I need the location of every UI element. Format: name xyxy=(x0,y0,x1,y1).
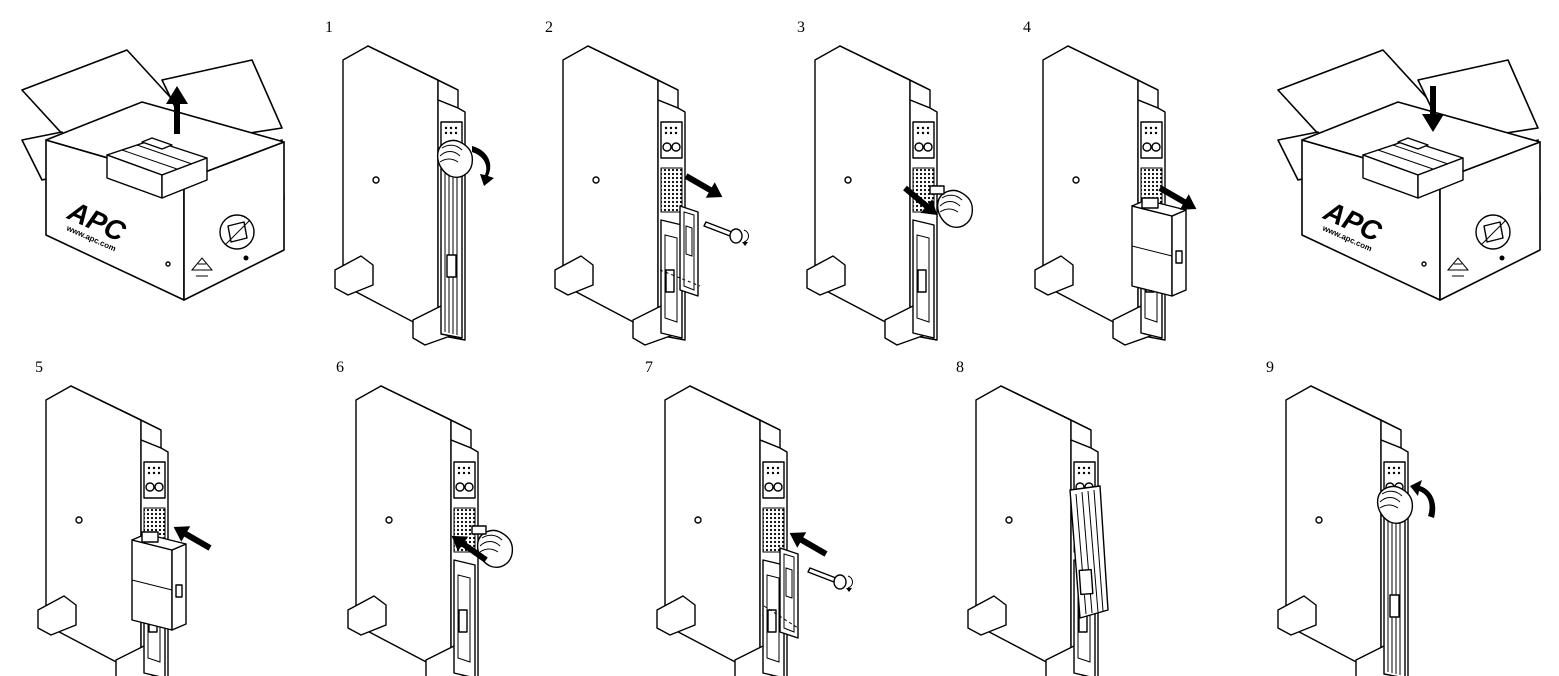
shipping-box-right: APC www.apc.com xyxy=(1277,49,1541,301)
step-6: 6 xyxy=(336,359,514,676)
step-8: 8 xyxy=(956,359,1109,676)
arrow-curve-up-icon xyxy=(1410,480,1436,518)
step-8-number: 8 xyxy=(956,359,964,376)
arrow-curve-down-icon xyxy=(472,146,494,186)
front-bezel xyxy=(1069,485,1109,619)
arrow-right-down-icon xyxy=(681,168,727,205)
step-3: 3 xyxy=(797,19,974,346)
step-1: 1 xyxy=(325,19,494,346)
hand-icon xyxy=(476,529,514,568)
step-3-number: 3 xyxy=(797,19,805,36)
screwdriver-icon xyxy=(807,567,854,593)
step-6-number: 6 xyxy=(336,359,344,376)
screwdriver-icon xyxy=(703,221,750,247)
step-9: 9 xyxy=(1266,359,1436,676)
hand-icon xyxy=(936,189,974,228)
step-7: 7 xyxy=(645,359,854,676)
arrow-down-icon xyxy=(1422,86,1444,132)
shipping-box-left: APC www.apc.com xyxy=(21,49,285,301)
front-plate xyxy=(779,547,799,639)
battery-pack xyxy=(1131,197,1187,297)
step-9-number: 9 xyxy=(1266,359,1274,376)
step-2: 2 xyxy=(545,19,750,346)
step-1-number: 1 xyxy=(325,19,333,36)
step-2-number: 2 xyxy=(545,19,553,36)
battery-pack xyxy=(131,531,187,631)
step-5-number: 5 xyxy=(35,359,43,376)
step-4: 4 xyxy=(1023,19,1201,346)
step-7-number: 7 xyxy=(645,359,653,376)
step-4-number: 4 xyxy=(1023,19,1031,36)
front-plate xyxy=(679,205,699,297)
step-5: 5 xyxy=(35,359,215,676)
arrow-up-icon xyxy=(166,86,188,134)
